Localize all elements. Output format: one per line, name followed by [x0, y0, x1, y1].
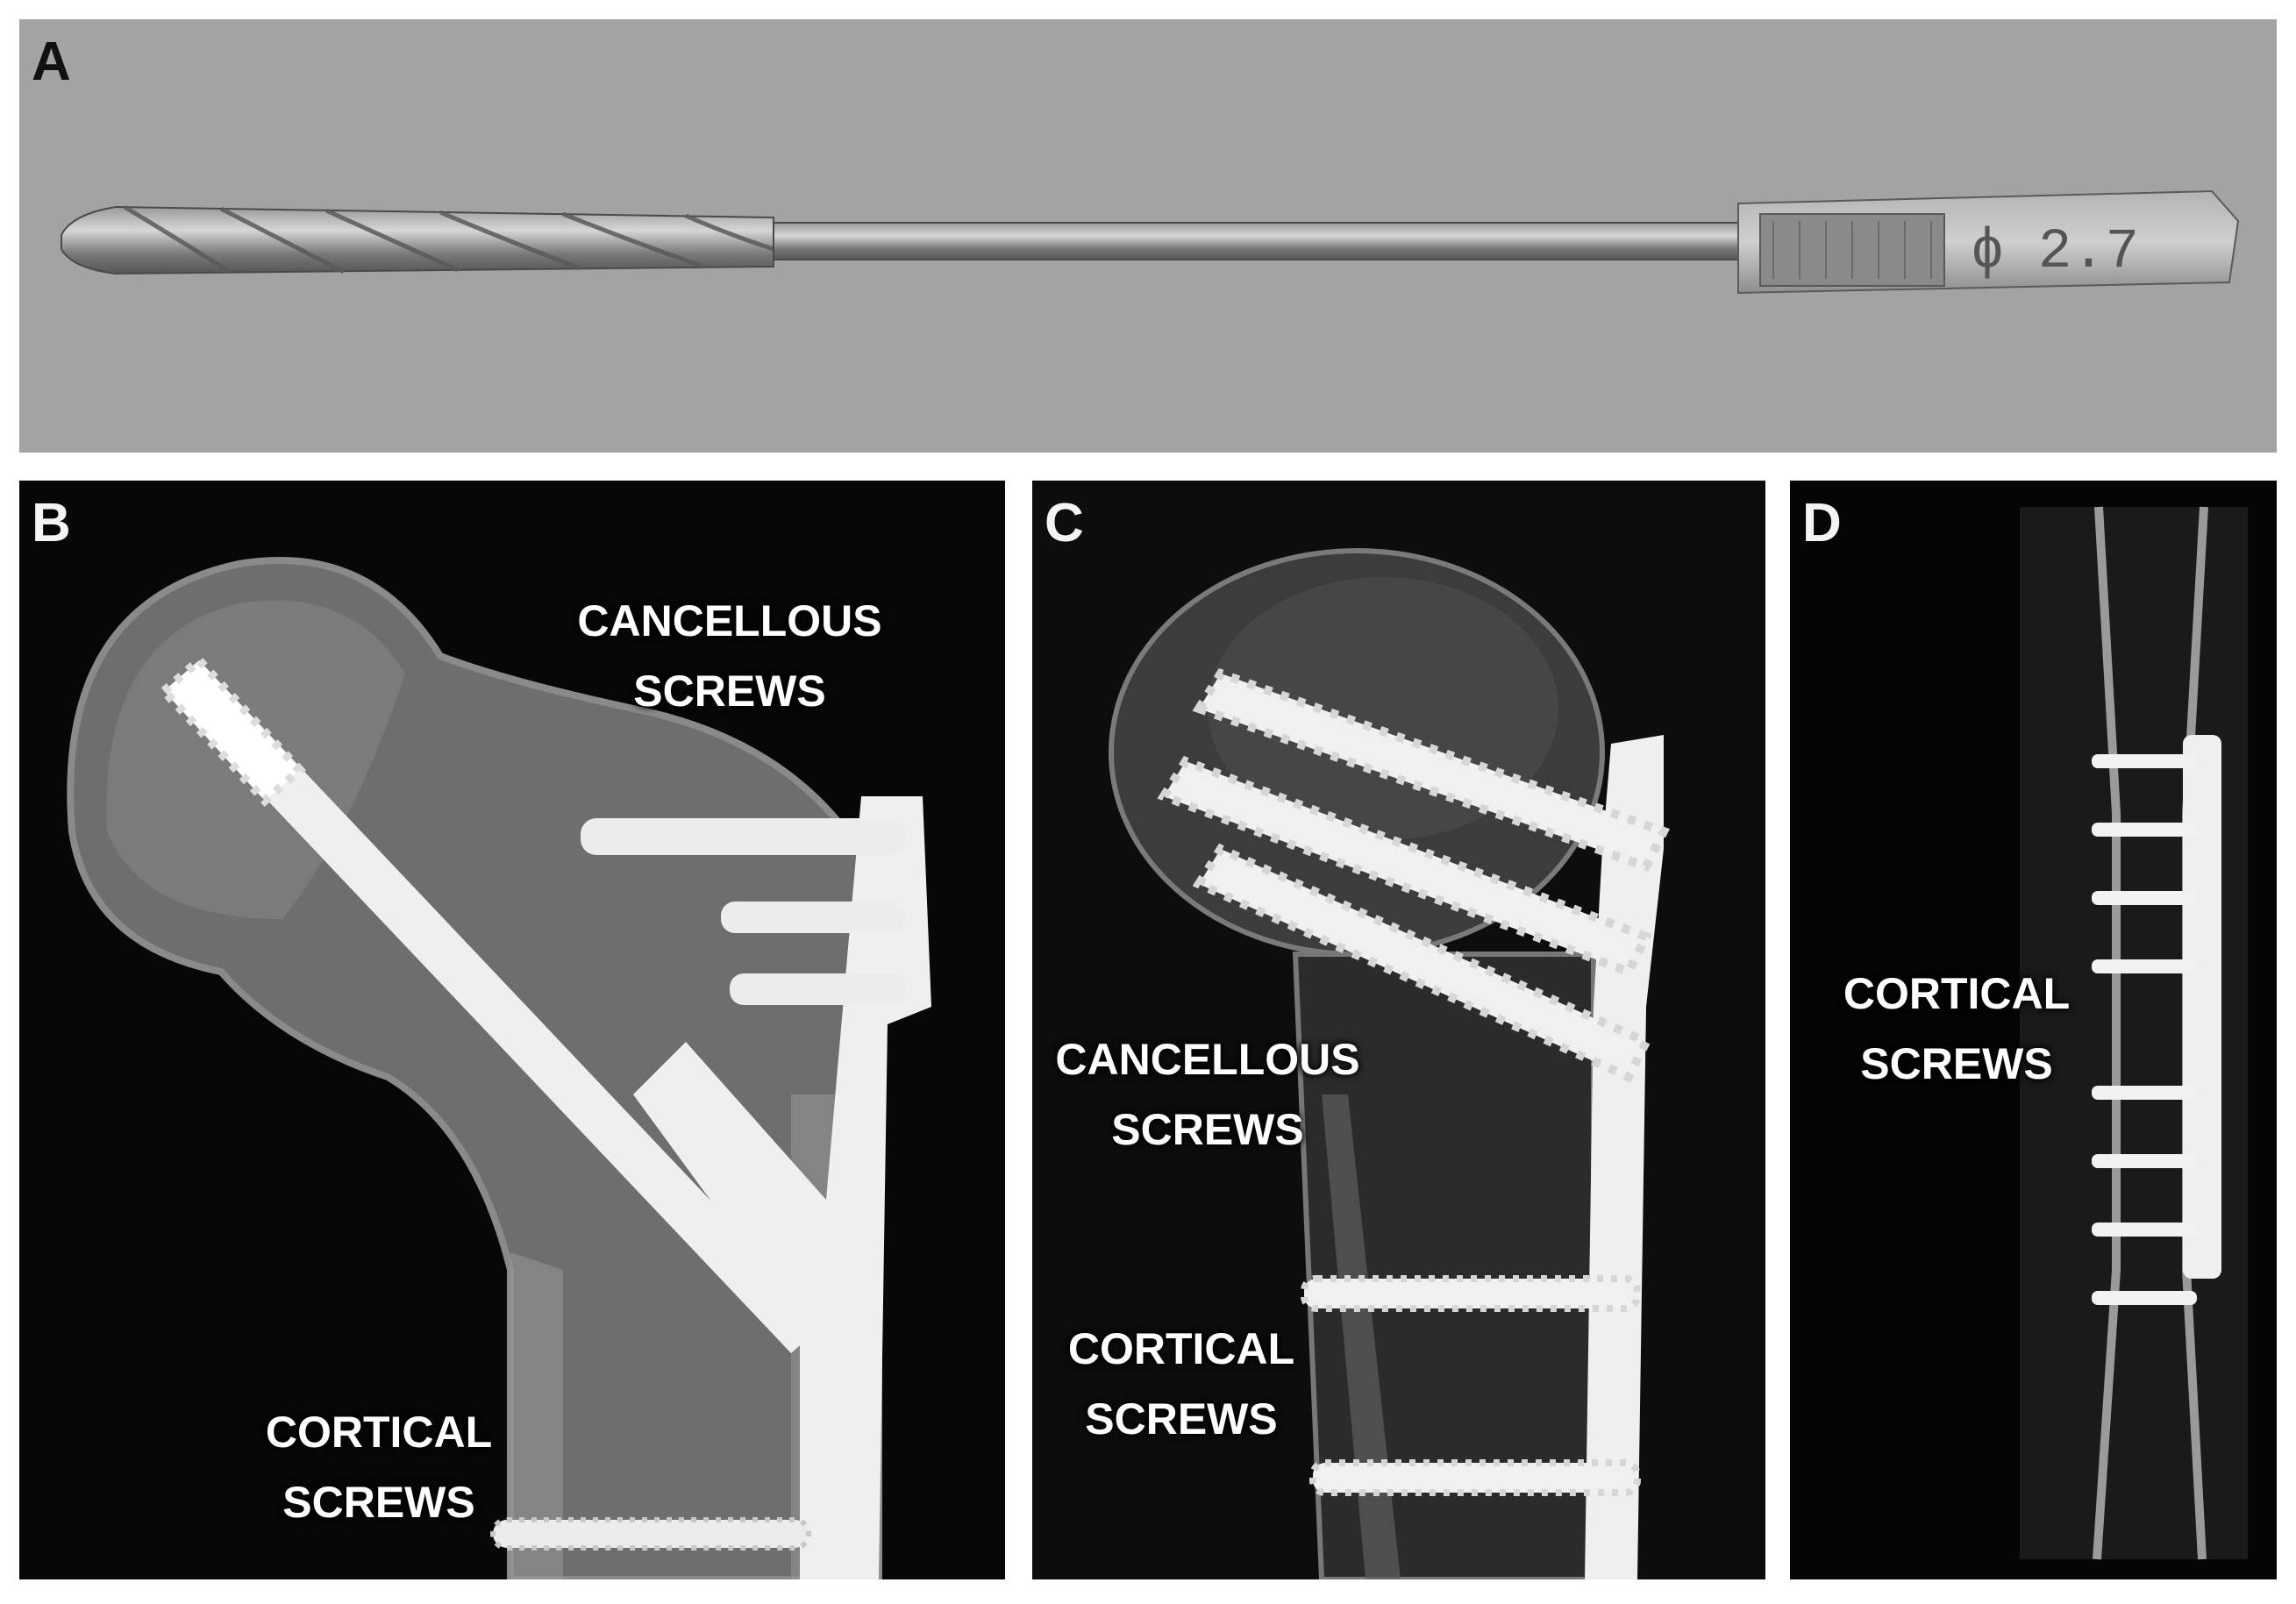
bone-cortex-left [2093, 506, 2121, 1560]
panel-c-cortical-label: CORTICAL SCREWS [1067, 1324, 1295, 1444]
cortical-screw [490, 1517, 811, 1551]
bone-plate [2183, 735, 2221, 1279]
longbone-xray-image [2020, 506, 2248, 1560]
panel-c-humerus-xray: C CANCELLOUS SCREWS CORTICAL SCREWS [1032, 481, 1765, 1579]
panel-d-letter: D [1802, 493, 1842, 553]
humerus-cancellous-screws [1157, 667, 1670, 1083]
panel-c-letter: C [1045, 493, 1084, 553]
panel-a-letter: A [32, 32, 71, 92]
drill-diameter-engraving: ϕ 2.7 [1971, 221, 2139, 284]
panel-d-longbone-xray: D CORTICAL SCREWS [1790, 481, 2277, 1579]
humerus-cortical-screws [1301, 1275, 1641, 1496]
panel-b-cortical-label: CORTICAL SCREWS [265, 1408, 493, 1527]
plate-screws [2092, 754, 2197, 1305]
panel-d-cortical-label: CORTICAL SCREWS [1843, 969, 2071, 1088]
panel-b-femur-xray: B CANCELLOUS SCREWS CORTICAL SCREWS [19, 481, 1005, 1579]
humerus-xray-image [1109, 548, 1670, 1579]
panel-a-drill-bit-photo: ϕ 2.7 A [19, 19, 2277, 453]
drill-bit-image: ϕ 2.7 [61, 189, 2240, 295]
cancellous-screws [581, 818, 905, 1005]
lag-screw [157, 654, 826, 1353]
panel-b-letter: B [32, 493, 71, 553]
panel-c-cancellous-label: CANCELLOUS SCREWS [1055, 1035, 1360, 1154]
femur-xray-image [67, 557, 931, 1579]
panel-b-cancellous-label: CANCELLOUS SCREWS [577, 596, 882, 716]
